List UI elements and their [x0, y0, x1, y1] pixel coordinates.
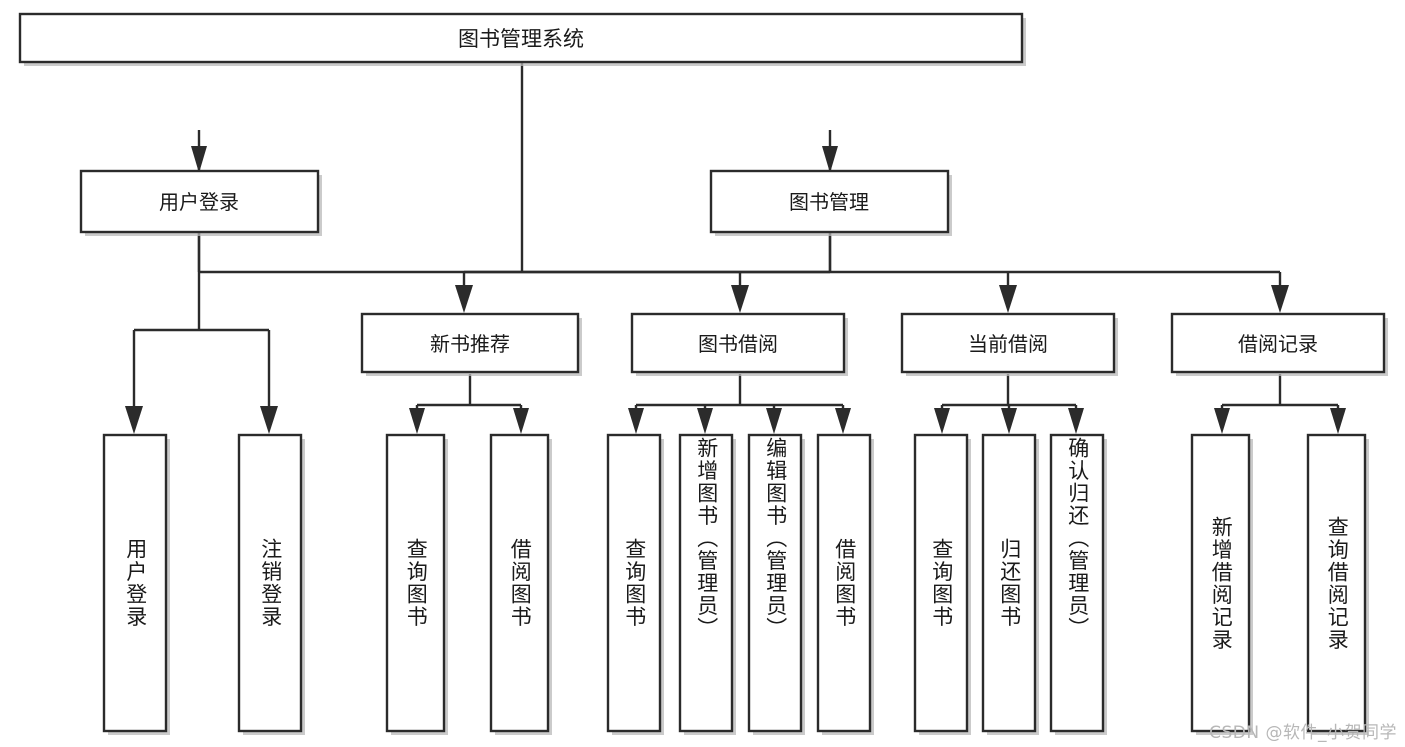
node-borrow-record-box: [1170, 312, 1386, 374]
node-user-login[interactable]: 用户登录: [79, 169, 322, 236]
arrow-head-current-2: [1068, 408, 1084, 434]
arrow-head-borrow-1: [697, 408, 713, 434]
leaf-current-borrow-0-box: [913, 433, 969, 733]
node-new-book-recommend-label: 新书推荐: [430, 332, 510, 356]
arrow-head-level3-0: [455, 285, 473, 313]
node-book-borrow[interactable]: 图书借阅: [630, 312, 848, 376]
leaf-current-borrow-2-box: [1049, 433, 1105, 733]
arrow-head-level3-1: [731, 285, 749, 313]
leaf-book-borrow-2[interactable]: [747, 433, 805, 735]
arrow-head-userlogin-1: [260, 406, 278, 434]
node-current-borrow-box: [900, 312, 1116, 374]
arrow-head-level3-3: [1271, 285, 1289, 313]
leaf-borrow-record-0-box: [1190, 433, 1251, 733]
arrow-head-borrow-0: [628, 408, 644, 434]
arrow-head-borrow-2: [766, 408, 782, 434]
watermark: CSDN @软件_小贺同学: [1209, 723, 1397, 743]
leaf-user-login-1[interactable]: [237, 433, 305, 735]
arrow-head-current-1: [1001, 408, 1017, 434]
leaf-new-book-1[interactable]: [489, 433, 552, 735]
leaf-borrow-record-1[interactable]: [1306, 433, 1369, 735]
leaf-book-borrow-1[interactable]: [678, 433, 736, 735]
node-borrow-record[interactable]: 借阅记录: [1170, 312, 1388, 376]
node-book-borrow-label: 图书借阅: [698, 332, 778, 356]
leaf-user-login-0[interactable]: [102, 433, 170, 735]
arrow-head-record-1: [1330, 408, 1346, 434]
leaf-book-borrow-3[interactable]: [816, 433, 874, 735]
leaf-current-borrow-2[interactable]: [1049, 433, 1107, 735]
node-new-book-recommend[interactable]: 新书推荐: [360, 312, 582, 376]
node-book-manage[interactable]: 图书管理: [709, 169, 952, 236]
arrow-head-newbook-0: [409, 408, 425, 434]
leaf-book-borrow-0-box: [606, 433, 662, 733]
connector-group: [125, 63, 1346, 434]
node-new-book-recommend-box: [360, 312, 580, 374]
leaf-borrow-record-0[interactable]: [1190, 433, 1253, 735]
leaf-book-borrow-3-box: [816, 433, 872, 733]
node-root[interactable]: 图书管理系统: [18, 12, 1026, 66]
leaf-current-borrow-1[interactable]: [981, 433, 1039, 735]
node-book-manage-box: [709, 169, 950, 234]
node-user-login-label: 用户登录: [159, 190, 239, 214]
node-current-borrow-label: 当前借阅: [968, 332, 1048, 356]
leaf-current-borrow-0[interactable]: [913, 433, 971, 735]
node-current-borrow[interactable]: 当前借阅: [900, 312, 1118, 376]
leaf-new-book-0-box: [385, 433, 446, 733]
leaf-user-login-1-box: [237, 433, 303, 733]
arrow-head-current-0: [934, 408, 950, 434]
leaf-borrow-record-1-box: [1306, 433, 1367, 733]
arrow-head-record-0: [1214, 408, 1230, 434]
node-root-label: 图书管理系统: [458, 27, 584, 51]
arrow-head-user-login: [191, 146, 207, 173]
leaf-book-borrow-2-box: [747, 433, 803, 733]
node-book-manage-label: 图书管理: [789, 190, 869, 214]
arrow-head-book-manage: [822, 146, 838, 173]
node-root-box: [18, 12, 1024, 64]
leaf-current-borrow-1-box: [981, 433, 1037, 733]
leaf-new-book-0[interactable]: [385, 433, 448, 735]
leaf-book-borrow-1-box: [678, 433, 734, 733]
node-user-login-box: [79, 169, 320, 234]
leaf-user-login-0-box: [102, 433, 168, 733]
node-borrow-record-label: 借阅记录: [1238, 332, 1318, 356]
arrow-head-level3-2: [999, 285, 1017, 313]
arrow-head-userlogin-0: [125, 406, 143, 434]
arrow-head-borrow-3: [835, 408, 851, 434]
arrow-head-newbook-1: [513, 408, 529, 434]
leaf-book-borrow-0[interactable]: [606, 433, 664, 735]
leaf-new-book-1-box: [489, 433, 550, 733]
node-book-borrow-box: [630, 312, 846, 374]
